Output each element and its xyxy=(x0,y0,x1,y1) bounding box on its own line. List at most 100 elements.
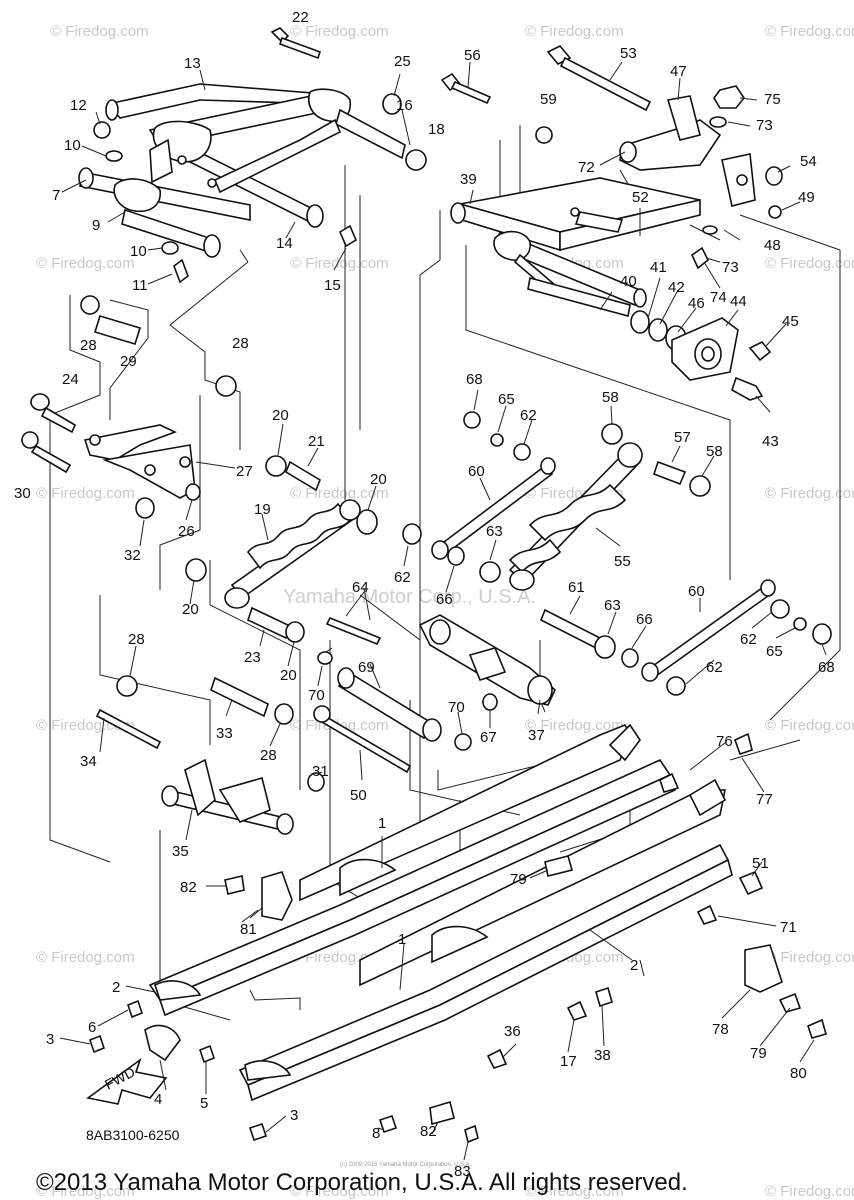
rear-shock-55 xyxy=(508,442,643,591)
callout-36: 36 xyxy=(504,1023,521,1040)
callout-73: 73 xyxy=(756,117,773,134)
bolt-56 xyxy=(440,72,492,105)
callout-82: 82 xyxy=(180,879,197,896)
hardware-top-right xyxy=(690,85,783,270)
callout-40: 40 xyxy=(620,273,637,290)
callout-24: 24 xyxy=(62,371,79,388)
callout-71: 71 xyxy=(780,919,797,936)
callout-56: 56 xyxy=(464,47,481,64)
bracket-27 xyxy=(83,424,196,499)
watermark: © Firedog.com xyxy=(765,255,854,272)
callout-83: 83 xyxy=(454,1163,471,1180)
callout-58: 58 xyxy=(602,389,619,406)
callout-10: 10 xyxy=(64,137,81,154)
callout-73: 73 xyxy=(722,259,739,276)
callout-62: 62 xyxy=(740,631,757,648)
callout-27: 27 xyxy=(236,463,253,480)
callout-75: 75 xyxy=(764,91,781,108)
slide-rails xyxy=(148,723,733,1102)
fine-print: (c) 2009-2015 Yamaha Motor Corporation, … xyxy=(340,1162,472,1168)
diagram-code: 8AB3100-6250 xyxy=(86,1127,180,1143)
callout-60: 60 xyxy=(688,583,705,600)
watermark: © Firedog.com xyxy=(36,255,135,272)
callout-82: 82 xyxy=(420,1123,437,1140)
callout-32: 32 xyxy=(124,547,141,564)
watermark: © Firedog.com xyxy=(765,949,854,966)
callout-21: 21 xyxy=(308,433,325,450)
callout-62: 62 xyxy=(394,569,411,586)
callout-61: 61 xyxy=(568,579,585,596)
callout-52: 52 xyxy=(632,189,649,206)
callout-30: 30 xyxy=(14,485,31,502)
callout-79: 79 xyxy=(510,871,527,888)
callout-74: 74 xyxy=(710,289,727,306)
bushings xyxy=(21,93,832,792)
copyright: ©2013 Yamaha Motor Corporation, U.S.A. A… xyxy=(36,1169,688,1196)
callout-50: 50 xyxy=(350,787,367,804)
callout-47: 47 xyxy=(670,63,687,80)
callout-9: 9 xyxy=(92,217,100,234)
bracket-72 xyxy=(619,95,756,207)
callout-66: 66 xyxy=(636,611,653,628)
callout-62: 62 xyxy=(520,407,537,424)
callout-49: 49 xyxy=(798,189,815,206)
callouts: 1 1 2 2 3 3 4 5 6 7 8 9 10 10 11 12 13 1… xyxy=(14,9,835,1180)
watermark: © Firedog.com xyxy=(525,23,624,40)
watermark: © Firedog.com xyxy=(525,717,624,734)
leader-lines xyxy=(59,61,827,1161)
watermark: © Firedog.com xyxy=(36,485,135,502)
callout-8: 8 xyxy=(372,1125,380,1142)
callout-42: 42 xyxy=(668,279,685,296)
links-60 xyxy=(431,457,776,682)
callout-3: 3 xyxy=(46,1031,54,1048)
callout-3: 3 xyxy=(290,1107,298,1124)
callout-28: 28 xyxy=(128,631,145,648)
callout-35: 35 xyxy=(172,843,189,860)
callout-38: 38 xyxy=(594,1047,611,1064)
callout-65: 65 xyxy=(766,643,783,660)
callout-1: 1 xyxy=(398,931,406,948)
watermark: © Firedog.com xyxy=(36,1183,135,1200)
callout-20: 20 xyxy=(182,601,199,618)
callout-68: 68 xyxy=(466,371,483,388)
watermark: © Firedog.com xyxy=(36,949,135,966)
callout-54: 54 xyxy=(800,153,817,170)
callout-51: 51 xyxy=(752,855,769,872)
watermark: © Firedog.com xyxy=(765,485,854,502)
callout-11: 11 xyxy=(132,277,148,294)
callout-62: 62 xyxy=(706,659,723,676)
fwd-arrow: FWD xyxy=(86,1057,168,1105)
callout-6: 6 xyxy=(88,1019,96,1036)
callout-78: 78 xyxy=(712,1021,729,1038)
callout-70: 70 xyxy=(308,687,325,704)
front-arm-assembly xyxy=(78,83,406,258)
lower-arm-35 xyxy=(161,758,294,835)
callout-39: 39 xyxy=(460,171,477,188)
callout-48: 48 xyxy=(764,237,781,254)
watermark: © Firedog.com xyxy=(765,1183,854,1200)
watermark: © Firedog.com xyxy=(290,23,389,40)
rear-arm-assembly xyxy=(450,177,701,308)
callout-28: 28 xyxy=(232,335,249,352)
callout-57: 57 xyxy=(674,429,691,446)
callout-4: 4 xyxy=(154,1091,162,1108)
callout-67: 67 xyxy=(480,729,497,746)
callout-20: 20 xyxy=(272,407,289,424)
callout-12: 12 xyxy=(70,97,87,114)
callout-80: 80 xyxy=(790,1065,807,1082)
callout-41: 41 xyxy=(650,259,667,276)
callout-22: 22 xyxy=(292,9,309,26)
callout-31: 31 xyxy=(312,763,329,780)
callout-14: 14 xyxy=(276,235,293,252)
callout-18: 18 xyxy=(428,121,445,138)
callout-7: 7 xyxy=(52,187,60,204)
callout-1: 1 xyxy=(378,815,386,832)
callout-23: 23 xyxy=(244,649,261,666)
callout-58: 58 xyxy=(706,443,723,460)
front-shock-19 xyxy=(224,499,378,609)
callout-79: 79 xyxy=(750,1045,767,1062)
callout-13: 13 xyxy=(184,55,201,72)
callout-55: 55 xyxy=(614,553,631,570)
callout-63: 63 xyxy=(486,523,503,540)
watermark-center: Yamaha Motor Corp., U.S.A. xyxy=(283,586,536,608)
